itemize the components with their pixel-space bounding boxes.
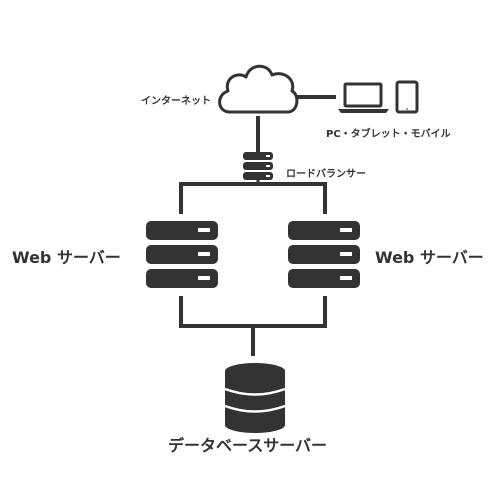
connector-lines (179, 95, 336, 356)
devices-label: PC・タブレット・モバイル (326, 129, 451, 140)
laptop-icon (338, 82, 389, 113)
web-server-left-label: Web サーバー (12, 248, 121, 267)
line-servers-merge (179, 296, 327, 328)
tablet-icon (395, 80, 419, 114)
database-server-label: データベースサーバー (168, 436, 328, 455)
web-server-right-label: Web サーバー (375, 248, 484, 267)
cloud-icon (218, 64, 299, 114)
server-rack-icon (146, 221, 218, 288)
load-balancer-label: ロードバランサー (286, 169, 366, 180)
server-rack-icon (288, 221, 360, 288)
internet-label: インターネット (141, 96, 211, 107)
line-balancer-split (179, 182, 327, 214)
load-balancer-icon (243, 152, 273, 186)
database-icon (224, 363, 286, 433)
